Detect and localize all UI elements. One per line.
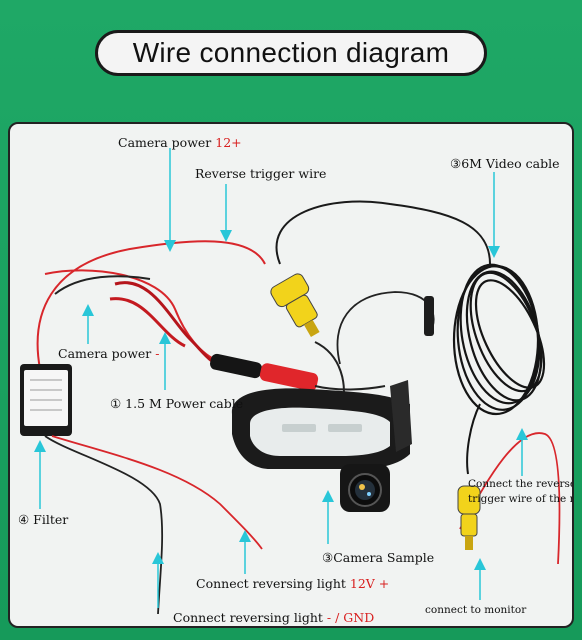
label-video-cable: ③6M Video cable	[450, 156, 560, 171]
label-power-cable: ① 1.5 M Power cable	[110, 396, 244, 411]
label-connect-reverse-trigger-2: trigger wire of the monitor	[468, 493, 572, 505]
camera-body	[340, 464, 390, 512]
ground-wire-black	[54, 275, 151, 295]
label-reverse-trigger-wire: Reverse trigger wire	[195, 166, 327, 181]
label-camera-power-minus-value: -	[155, 346, 160, 361]
label-camera-power-plus: Camera power 12+	[118, 135, 242, 150]
diagram-panel: Camera power 12+ Reverse trigger wire ③6…	[8, 122, 574, 628]
monitor-trigger-wire-red	[459, 432, 561, 565]
video-cable-down	[466, 403, 481, 475]
label-camera-power-plus-text: Camera power	[118, 135, 212, 150]
callout-arrows	[34, 148, 528, 608]
label-connect-to-monitor: connect to monitor	[425, 604, 527, 616]
label-camera-power-minus-text: Camera power	[58, 346, 152, 361]
label-reversing-light-plus-value: 12V +	[349, 576, 390, 591]
camera-bracket	[231, 380, 412, 469]
power-wire-red-bundle-2	[109, 297, 186, 348]
rca-connector-upper	[270, 273, 320, 337]
diagram-title: Wire connection diagram	[95, 30, 487, 76]
label-camera-power-plus-value: 12+	[215, 135, 242, 150]
reversing-light-wire-red	[51, 435, 263, 550]
rca-connector-lower	[457, 485, 481, 550]
reversing-light-wire-black	[44, 435, 164, 615]
video-cable-black	[275, 200, 491, 265]
power-cable-to-camera	[314, 385, 386, 391]
label-camera-power-minus: Camera power -	[58, 346, 160, 361]
label-reversing-light-minus-text: Connect reversing light	[173, 610, 323, 625]
label-reversing-light-plus: Connect reversing light 12V +	[196, 576, 389, 591]
label-reversing-light-minus-value: - / GND	[326, 610, 375, 625]
label-connect-reverse-trigger-1: Connect the reverse	[468, 478, 574, 490]
power-plug	[210, 353, 262, 379]
label-reversing-light-minus: Connect reversing light - / GND	[173, 610, 374, 625]
power-wire-red	[36, 240, 266, 370]
label-reversing-light-plus-text: Connect reversing light	[196, 576, 346, 591]
inline-connector	[424, 296, 434, 336]
label-camera-sample: ③Camera Sample	[322, 550, 435, 565]
wiring-illustration	[20, 148, 561, 615]
label-filter: ④ Filter	[18, 512, 69, 527]
power-plug-red	[259, 363, 319, 391]
camera-cable-loop	[336, 291, 435, 365]
video-cable-coil	[452, 263, 546, 416]
